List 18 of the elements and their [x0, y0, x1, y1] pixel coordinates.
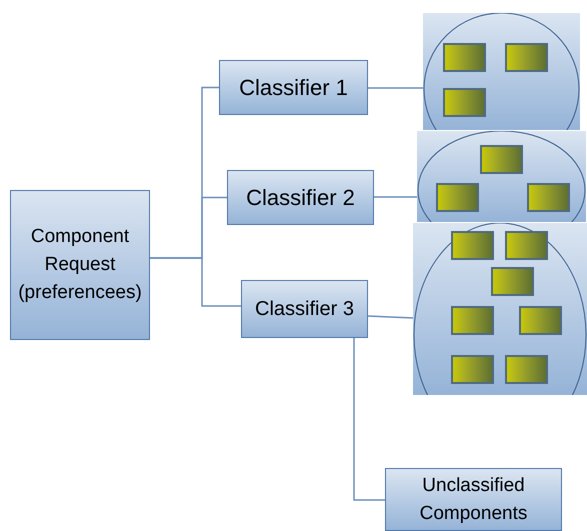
classifier-box [219, 60, 368, 115]
connector-line [368, 315, 414, 319]
node-label: Component Request (preferencees) [17, 225, 143, 305]
node-label: Classifier 3 [255, 297, 354, 322]
unclassified-box [385, 468, 562, 531]
classifier-box [227, 170, 374, 225]
component-cluster [417, 131, 586, 222]
connector-line [368, 87, 424, 89]
component-cluster [423, 13, 580, 130]
node-label: Unclassified Components [418, 474, 528, 526]
classifier-box [241, 280, 368, 338]
component-cluster [413, 223, 587, 395]
node-label: Classifier 2 [246, 184, 355, 212]
request-box [10, 190, 150, 340]
connector-line [374, 196, 418, 198]
connector-line [150, 257, 241, 307]
node-label: Classifier 1 [239, 74, 348, 102]
connector-line [353, 338, 385, 501]
